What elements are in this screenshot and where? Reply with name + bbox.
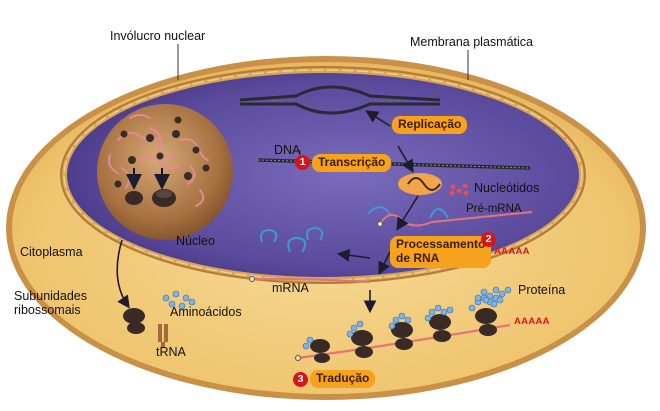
label-membrana-plasmatica: Membrana plasmática [410, 35, 533, 49]
trna [158, 324, 168, 348]
label-mrna: mRNA [272, 281, 309, 295]
pill-traducao: Tradução [310, 370, 376, 388]
label-dna: DNA [274, 143, 301, 157]
label-nucleo: Núcleo [176, 234, 215, 248]
label-pre-mrna: Pré-mRNA [466, 203, 522, 215]
label-nucleotidos: Nucleótidos [474, 181, 540, 195]
badge-step-2: 2 [481, 232, 496, 247]
pill-processamento: Processamento de RNA [390, 236, 492, 268]
protein-cluster [474, 286, 512, 308]
processamento-line-1: Processamento [396, 237, 486, 251]
label-proteina: Proteína [518, 283, 566, 297]
label-aminoacidos: Aminoácidos [170, 305, 242, 319]
ribosomes [310, 308, 497, 363]
pill-replicacao: Replicação [392, 116, 468, 134]
polya-nuclear: AAAAA [494, 246, 530, 257]
label-trna: tRNA [156, 345, 186, 359]
polya-cytoplasm: AAAAA [514, 316, 550, 327]
pill-transcricao: Transcrição [312, 154, 392, 172]
badge-step-3: 3 [293, 372, 308, 387]
label-ribossomais: ribossomais [14, 303, 81, 317]
rna-polymerase [398, 173, 442, 195]
label-citoplasma: Citoplasma [20, 245, 83, 259]
processamento-line-2: de RNA [396, 250, 440, 265]
label-subunidades: Subunidades [14, 289, 87, 303]
badge-step-1: 1 [295, 155, 310, 170]
nucleolus [97, 104, 233, 240]
label-involucro-nuclear: Invólucro nuclear [110, 29, 206, 43]
